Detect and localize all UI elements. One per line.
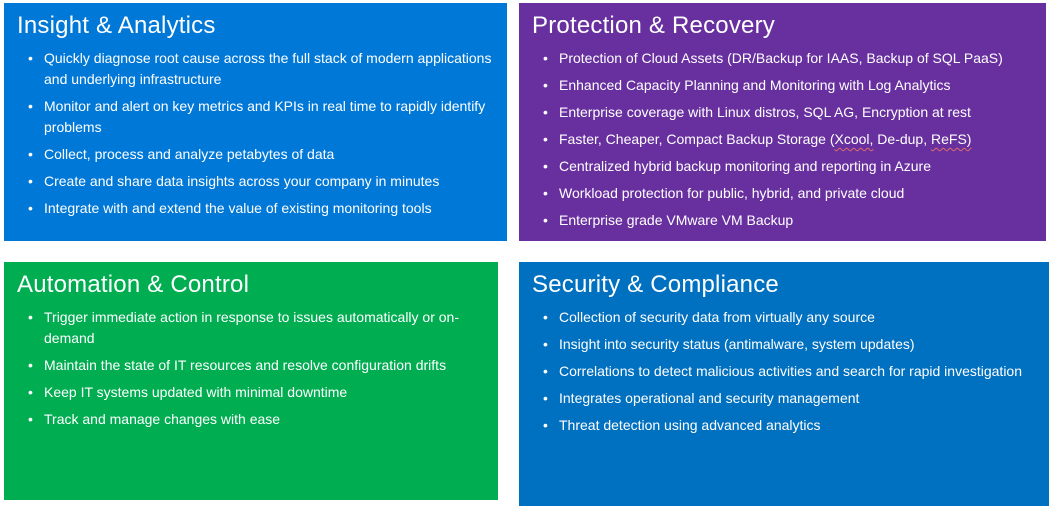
bullet-text: Monitor and alert on key metrics and KPI… xyxy=(44,98,486,135)
bullet-item: Workload protection for public, hybrid, … xyxy=(543,183,1042,204)
bullet-list: Trigger immediate action in response to … xyxy=(17,307,494,430)
bullet-text: Enterprise grade VMware VM Backup xyxy=(559,212,794,228)
panel-title: Protection & Recovery xyxy=(532,12,775,39)
bullet-text: Trigger immediate action in response to … xyxy=(44,309,460,346)
bullet-item: Quickly diagnose root cause across the f… xyxy=(28,48,503,90)
bullet-list: Quickly diagnose root cause across the f… xyxy=(17,48,503,219)
bullet-text: Workload protection for public, hybrid, … xyxy=(559,185,905,201)
bullet-item: Centralized hybrid backup monitoring and… xyxy=(543,156,1042,177)
panel-security-compliance: Security & Compliance Collection of secu… xyxy=(519,262,1049,506)
bullet-item: Monitor and alert on key metrics and KPI… xyxy=(28,96,503,138)
panel-protection-recovery: Protection & Recovery Protection of Clou… xyxy=(519,3,1046,241)
bullet-text: Enterprise coverage with Linux distros, … xyxy=(559,104,971,120)
bullet-text: Collection of security data from virtual… xyxy=(559,309,875,325)
bullet-text: Keep IT systems updated with minimal dow… xyxy=(44,384,348,400)
bullet-text: Track and manage changes with ease xyxy=(44,411,281,427)
panel-title: Automation & Control xyxy=(17,271,250,298)
misspelled-word-squiggle: ReFS) xyxy=(931,131,972,147)
bullet-item: Trigger immediate action in response to … xyxy=(28,307,494,349)
bullet-text: Threat detection using advanced analytic… xyxy=(559,417,821,433)
bullet-item: Collect, process and analyze petabytes o… xyxy=(28,144,503,165)
panel-title: Security & Compliance xyxy=(532,271,779,298)
bullet-text: Protection of Cloud Assets (DR/Backup fo… xyxy=(559,50,1003,66)
bullet-item: Protection of Cloud Assets (DR/Backup fo… xyxy=(543,48,1042,69)
bullet-item: Faster, Cheaper, Compact Backup Storage … xyxy=(543,129,1042,150)
bullet-text: Maintain the state of IT resources and r… xyxy=(44,357,447,373)
bullet-list: Collection of security data from virtual… xyxy=(532,307,1045,436)
panel-automation-control: Automation & Control Trigger immediate a… xyxy=(4,262,498,500)
bullet-text: Collect, process and analyze petabytes o… xyxy=(44,146,335,162)
bullet-item: Track and manage changes with ease xyxy=(28,409,494,430)
bullet-text: Integrates operational and security mana… xyxy=(559,390,860,406)
bullet-text: Quickly diagnose root cause across the f… xyxy=(44,50,492,87)
bullet-item: Threat detection using advanced analytic… xyxy=(543,415,1045,436)
bullet-item: Integrate with and extend the value of e… xyxy=(28,198,503,219)
bullet-item: Correlations to detect malicious activit… xyxy=(543,361,1045,382)
bullet-item: Keep IT systems updated with minimal dow… xyxy=(28,382,494,403)
misspelled-word-squiggle: Xcool, xyxy=(834,131,874,147)
bullet-text: Correlations to detect malicious activit… xyxy=(559,363,1023,379)
bullet-item: Integrates operational and security mana… xyxy=(543,388,1045,409)
bullet-list: Protection of Cloud Assets (DR/Backup fo… xyxy=(532,48,1042,231)
bullet-item: Insight into security status (antimalwar… xyxy=(543,334,1045,355)
bullet-text: Enhanced Capacity Planning and Monitorin… xyxy=(559,77,951,93)
panel-insight-analytics: Insight & Analytics Quickly diagnose roo… xyxy=(4,3,507,241)
bullet-text: Centralized hybrid backup monitoring and… xyxy=(559,158,931,174)
bullet-text: Insight into security status (antimalwar… xyxy=(559,336,915,352)
bullet-text: Faster, Cheaper, Compact Backup Storage … xyxy=(559,131,835,147)
bullet-text: De-dup, xyxy=(873,131,931,147)
bullet-item: Maintain the state of IT resources and r… xyxy=(28,355,494,376)
bullet-item: Collection of security data from virtual… xyxy=(543,307,1045,328)
bullet-item: Enterprise grade VMware VM Backup xyxy=(543,210,1042,231)
bullet-text: Create and share data insights across yo… xyxy=(44,173,440,189)
bullet-item: Enterprise coverage with Linux distros, … xyxy=(543,102,1042,123)
bullet-item: Enhanced Capacity Planning and Monitorin… xyxy=(543,75,1042,96)
bullet-item: Create and share data insights across yo… xyxy=(28,171,503,192)
bullet-text: Integrate with and extend the value of e… xyxy=(44,200,432,216)
panel-title: Insight & Analytics xyxy=(17,12,216,39)
